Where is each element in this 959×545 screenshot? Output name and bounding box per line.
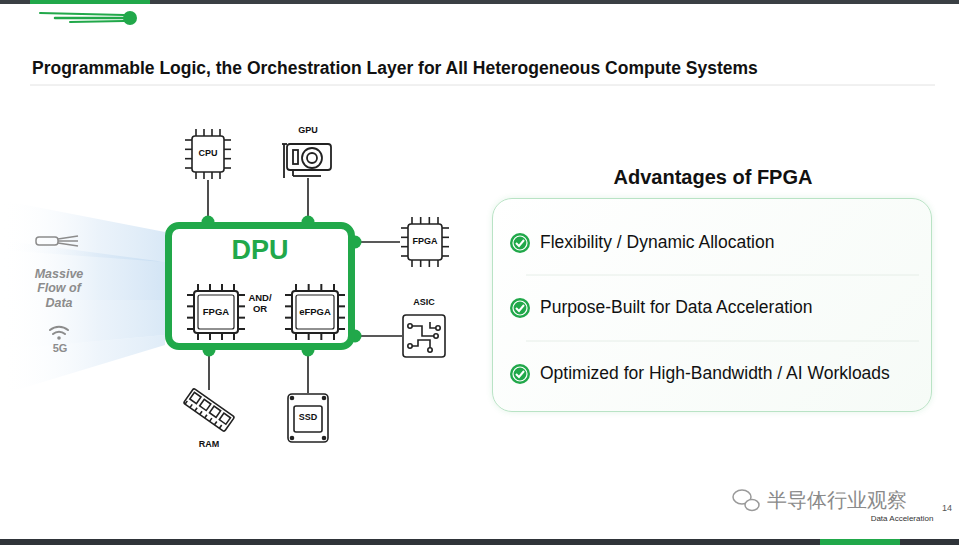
top-bar bbox=[0, 0, 959, 4]
panel-heading: Advantages of FPGA bbox=[493, 166, 933, 189]
component-label: RAM bbox=[199, 440, 220, 450]
5g-label: 5G bbox=[49, 342, 71, 355]
connector-line bbox=[355, 335, 402, 337]
top-accent bbox=[30, 0, 150, 4]
advantages-panel: Advantages of FPGAFlexibility / Dynamic … bbox=[492, 198, 932, 412]
cpu-chip: CPU bbox=[184, 128, 232, 180]
comet-logo bbox=[40, 11, 137, 25]
wifi-icon bbox=[50, 327, 68, 340]
data-flow-rays bbox=[0, 200, 165, 395]
advantage-item: Optimized for High-Bandwidth / AI Worklo… bbox=[540, 363, 890, 384]
ram-module-icon bbox=[188, 390, 230, 430]
watermark: 半导体行业观察 bbox=[767, 489, 937, 512]
chip-label: CPU bbox=[198, 149, 217, 159]
gpu-card-icon bbox=[281, 142, 335, 178]
fiber-cable-icon bbox=[36, 236, 78, 246]
logo-tagline: Data Acceleration bbox=[862, 514, 942, 523]
chip-label: eFPGA bbox=[299, 307, 331, 317]
data-flow-label: Massive Flow of Data bbox=[22, 267, 96, 310]
advantage-item: Purpose-Built for Data Acceleration bbox=[540, 297, 812, 318]
chip-label: SSD bbox=[299, 413, 318, 423]
bottom-bar bbox=[0, 539, 959, 545]
ssd-drive: SSD bbox=[287, 393, 329, 443]
asic-chip-icon bbox=[402, 314, 446, 358]
connector-line bbox=[307, 178, 309, 222]
slide-title: Programmable Logic, the Orchestration La… bbox=[32, 58, 758, 79]
bottom-accent bbox=[820, 539, 900, 545]
and-or-label: AND/ OR bbox=[244, 293, 276, 315]
chip-label: FPGA bbox=[412, 237, 437, 247]
advantage-item: Flexibility / Dynamic Allocation bbox=[540, 232, 774, 253]
page-number: 14 bbox=[938, 503, 956, 513]
component-label: GPU bbox=[298, 126, 318, 136]
ram-module: RAM bbox=[188, 390, 230, 430]
gpu-card: GPU bbox=[281, 142, 335, 178]
component-label: ASIC bbox=[413, 298, 435, 308]
fpga-chip: FPGA bbox=[186, 283, 246, 341]
dpu-title: DPU bbox=[172, 235, 348, 266]
wechat-icon bbox=[733, 490, 759, 511]
chip-label: FPGA bbox=[203, 307, 229, 317]
connector-line bbox=[355, 241, 400, 243]
dpu-box: DPU FPGA eFPGA bbox=[165, 222, 355, 350]
efpga-chip: eFPGA bbox=[284, 283, 346, 341]
fpga-chip: FPGA bbox=[400, 216, 450, 268]
title-rule bbox=[30, 85, 935, 86]
asic-chip: ASIC bbox=[402, 314, 446, 358]
